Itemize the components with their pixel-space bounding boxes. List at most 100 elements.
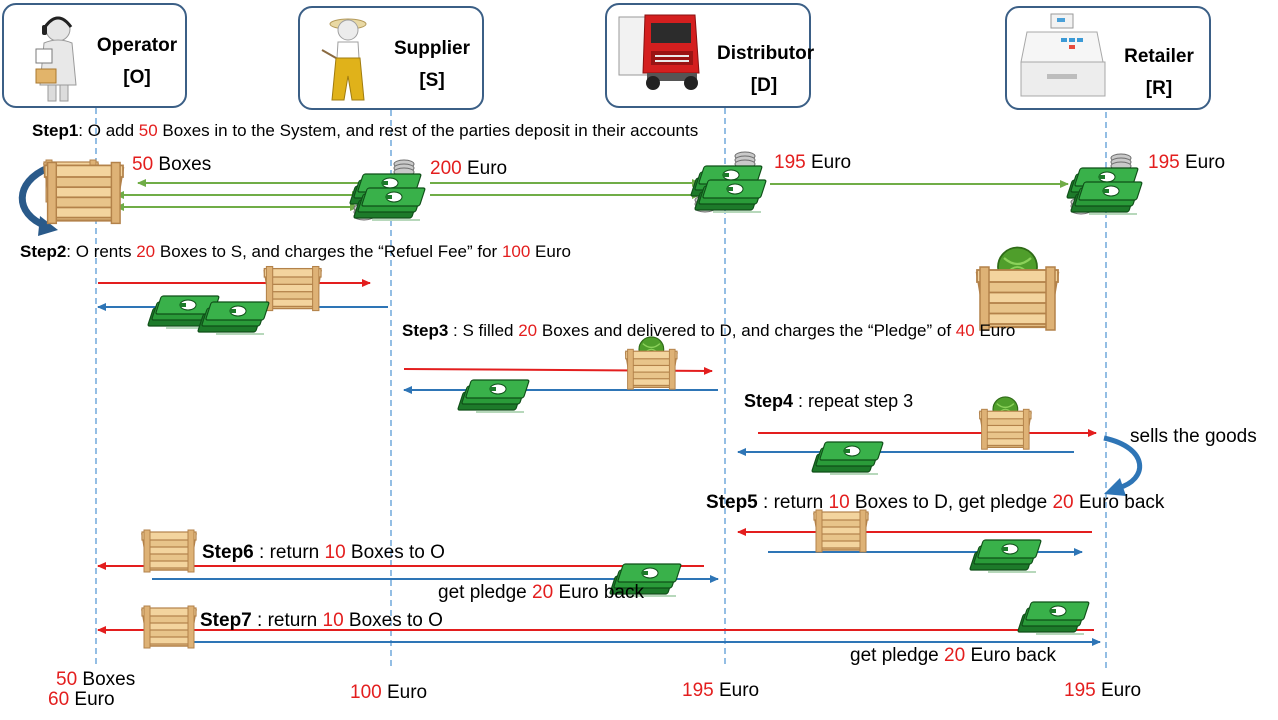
step6-note-post: Euro back bbox=[553, 582, 644, 603]
step6-number: 10 bbox=[324, 542, 346, 563]
crate-icon-step2 bbox=[263, 265, 322, 312]
step1-text-post: Boxes in to the System, and rest of the … bbox=[157, 121, 699, 140]
balance-distributor-euro: 195 Euro bbox=[774, 152, 851, 174]
step2-text-pre: : O rents bbox=[66, 242, 137, 261]
step1-text-pre: : O add bbox=[78, 121, 139, 140]
rotation-arrow-icon bbox=[18, 164, 50, 230]
party-code-distributor: [D] bbox=[750, 75, 778, 96]
party-supplier: Supplier [S] bbox=[298, 6, 484, 110]
step3-text-post: Euro bbox=[974, 321, 1016, 340]
step2-label: Step2 bbox=[20, 242, 67, 261]
final-number: 60 bbox=[48, 689, 70, 710]
party-name-supplier: Supplier bbox=[393, 38, 470, 59]
step3-label: Step3 bbox=[402, 321, 449, 340]
step5-caption: Step5 : return 10 Boxes to D, get pledge… bbox=[706, 492, 1164, 514]
crate-cabbage-icon-step4 bbox=[980, 397, 1031, 449]
final-number: 195 bbox=[682, 680, 714, 701]
final-supplier-euro: 100 Euro bbox=[350, 682, 427, 704]
red-truck-icon bbox=[618, 14, 700, 90]
step3-number-2: 40 bbox=[955, 321, 975, 340]
crate-cabbage-icon-step3 bbox=[626, 337, 677, 389]
operator-person-icon bbox=[35, 16, 77, 102]
balance-unit: Euro bbox=[461, 158, 508, 179]
party-retailer: Retailer [R] bbox=[1005, 6, 1211, 110]
balance-unit: Euro bbox=[805, 152, 852, 173]
final-operator-euro: 60 Euro bbox=[48, 689, 115, 711]
crate-icon-step5 bbox=[813, 509, 869, 553]
step7-note-number: 20 bbox=[944, 645, 966, 666]
sells-arrow-icon bbox=[1103, 435, 1143, 491]
step3-caption: Step3 : S filled 20 Boxes and delivered … bbox=[402, 320, 1015, 342]
final-unit: Boxes bbox=[77, 669, 136, 690]
final-number: 100 bbox=[350, 682, 382, 703]
step2-caption: Step2: O rents 20 Boxes to S, and charge… bbox=[20, 241, 571, 263]
balance-number: 200 bbox=[430, 158, 462, 179]
balance-number: 195 bbox=[1148, 152, 1180, 173]
final-retailer-euro: 195 Euro bbox=[1064, 680, 1141, 702]
step5-text-mid: Boxes to D, get pledge bbox=[849, 492, 1053, 513]
step6-label: Step6 bbox=[202, 542, 254, 563]
balance-retailer-euro: 195 Euro bbox=[1148, 152, 1225, 174]
money-icon-step3 bbox=[456, 379, 531, 413]
final-unit: Euro bbox=[1095, 680, 1142, 701]
party-distributor: Distributor [D] bbox=[605, 3, 815, 108]
step6-text-pre: : return bbox=[253, 542, 325, 563]
final-unit: Euro bbox=[381, 682, 428, 703]
step7-label: Step7 bbox=[200, 610, 252, 631]
step3-number-1: 20 bbox=[518, 321, 538, 340]
step2-number-1: 20 bbox=[136, 242, 156, 261]
step7-note-pre: get pledge bbox=[850, 645, 945, 666]
step1-label: Step1 bbox=[32, 121, 79, 140]
step6-note-pre: get pledge bbox=[438, 582, 533, 603]
party-name-distributor: Distributor bbox=[717, 43, 815, 64]
crate-cabbage-icon bbox=[977, 248, 1058, 331]
party-name-operator: Operator bbox=[96, 35, 178, 56]
cash-register-icon bbox=[1020, 13, 1106, 97]
step3-text-mid: Boxes and delivered to D, and charges th… bbox=[537, 321, 956, 340]
step6-text-post: Boxes to O bbox=[345, 542, 445, 563]
money-icon-step4 bbox=[810, 441, 885, 475]
step5-number-1: 10 bbox=[828, 492, 850, 513]
sells-goods-note: sells the goods bbox=[1130, 426, 1257, 447]
crate-icon-step7 bbox=[141, 605, 197, 649]
money-coins-icon-distributor bbox=[691, 152, 767, 212]
step5-label: Step5 bbox=[706, 492, 758, 513]
party-name-retailer: Retailer bbox=[1124, 46, 1194, 67]
step3-text-pre: : S filled bbox=[448, 321, 519, 340]
balance-number: 195 bbox=[774, 152, 806, 173]
party-code-supplier: [S] bbox=[419, 70, 445, 91]
final-number: 195 bbox=[1064, 680, 1096, 701]
step5-number-2: 20 bbox=[1052, 492, 1074, 513]
step2-text-mid: Boxes to S, and charges the “Refuel Fee”… bbox=[155, 242, 502, 261]
step1-caption: Step1: O add 50 Boxes in to the System, … bbox=[32, 120, 698, 142]
balance-supplier-euro: 200 Euro bbox=[430, 158, 507, 180]
final-unit: Euro bbox=[69, 689, 115, 710]
step1-number: 50 bbox=[138, 121, 158, 140]
step2-text-post: Euro bbox=[530, 242, 571, 261]
party-operator: Operator [O] bbox=[2, 3, 187, 108]
final-distributor-euro: 195 Euro bbox=[682, 680, 759, 702]
step2-number-2: 100 bbox=[501, 242, 531, 261]
step7-note: get pledge 20 Euro back bbox=[850, 645, 1056, 667]
balance-operator-boxes: 50 Boxes bbox=[132, 154, 211, 176]
step6-note: get pledge 20 Euro back bbox=[438, 582, 644, 604]
step4-caption: Step4 : repeat step 3 bbox=[744, 390, 913, 412]
party-code-operator: [O] bbox=[123, 67, 151, 88]
final-number: 50 bbox=[56, 669, 78, 690]
step4-text: : repeat step 3 bbox=[793, 391, 914, 411]
step5-text-post: Euro back bbox=[1073, 492, 1165, 513]
money-icon-step5 bbox=[968, 539, 1043, 573]
final-operator-boxes: 50 Boxes bbox=[56, 669, 135, 691]
step5-text-pre: : return bbox=[757, 492, 829, 513]
balance-unit: Boxes bbox=[153, 154, 212, 175]
final-unit: Euro bbox=[713, 680, 760, 701]
step7-text-pre: : return bbox=[251, 610, 323, 631]
step7-text-post: Boxes to O bbox=[343, 610, 443, 631]
farmer-icon bbox=[321, 18, 367, 101]
step7-number: 10 bbox=[322, 610, 344, 631]
crate-icon-step6 bbox=[141, 529, 197, 573]
step6-caption: Step6 : return 10 Boxes to O bbox=[202, 542, 445, 564]
step4-label: Step4 bbox=[744, 391, 794, 411]
